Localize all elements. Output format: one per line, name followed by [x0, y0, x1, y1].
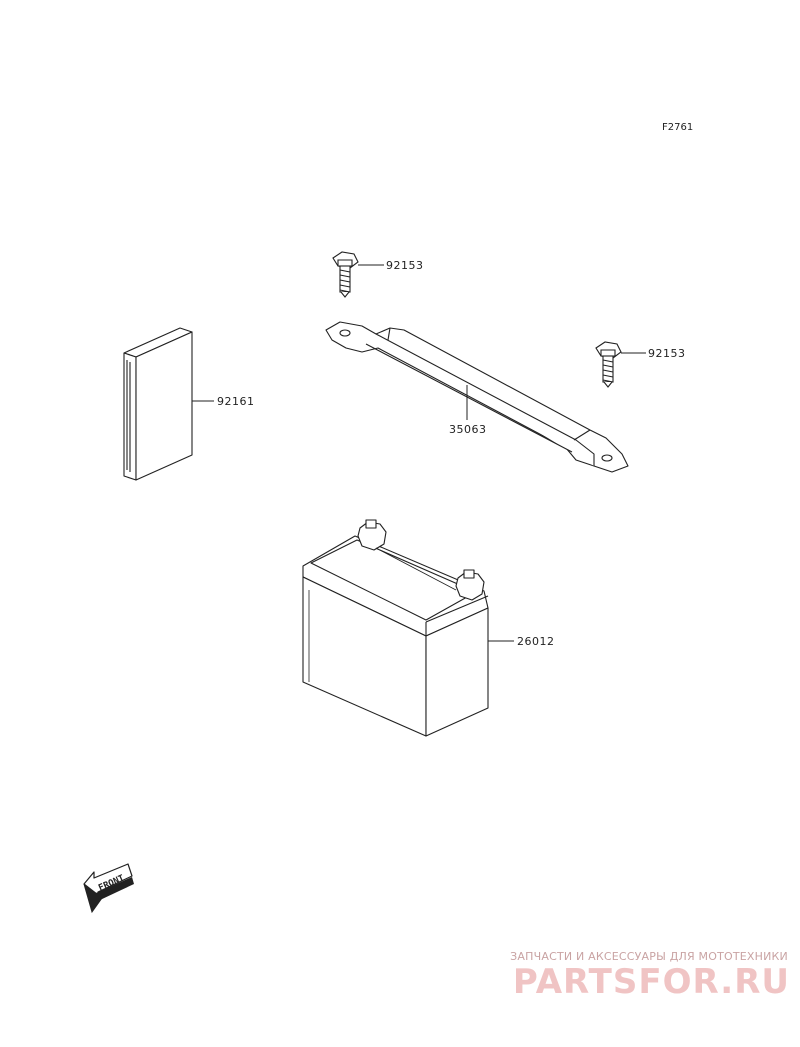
label-bolt-right: 92153 — [648, 347, 686, 360]
label-pad: 92161 — [217, 395, 255, 408]
label-bracket: 35063 — [449, 423, 487, 436]
label-bolt-top: 92153 — [386, 259, 424, 272]
bolt-top-icon — [332, 251, 359, 298]
watermark-tagline: ЗАПЧАСТИ И АКСЕССУАРЫ ДЛЯ МОТОТЕХНИКИ — [510, 950, 788, 963]
battery-bracket-icon — [325, 321, 629, 473]
front-direction-arrow-icon: FRONT — [83, 863, 134, 914]
battery-pad-icon — [123, 327, 193, 481]
label-battery: 26012 — [517, 635, 555, 648]
bolt-right-icon — [595, 341, 622, 388]
battery-icon — [302, 519, 489, 737]
watermark-logo: PARTSFOR.RU — [512, 962, 790, 1002]
figure-code: F2761 — [662, 122, 693, 133]
